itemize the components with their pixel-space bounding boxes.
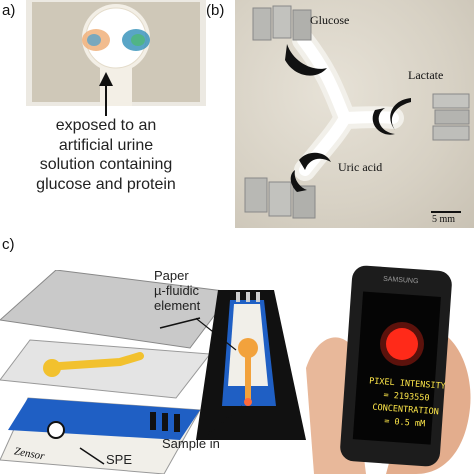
exploded-layer-diagram (0, 270, 233, 474)
spe-working-electrode (47, 421, 65, 439)
paper-fluidic-layer (0, 339, 211, 399)
uric-acid-electrode (290, 152, 331, 192)
panel-b-device-photo (235, 0, 474, 228)
scale-bar-label: 5 mm (432, 214, 456, 225)
lactate-label: Lactate (408, 68, 444, 82)
panel-b-label: (b) (206, 2, 225, 19)
glucose-label: Glucose (310, 13, 350, 27)
paper-channel (56, 352, 144, 370)
assembled-device-photo (196, 290, 306, 440)
glucose-electrode (285, 44, 327, 76)
uric-acid-electrode-tabs (244, 177, 316, 219)
cover-layer (0, 270, 233, 349)
uric-acid-label: Uric acid (338, 160, 383, 174)
red-signal-spot (386, 328, 418, 360)
lactate-electrode-tabs (432, 93, 470, 141)
exposure-arrow-icon (99, 72, 113, 116)
panel-a-caption: exposed to an artificial urine solution … (36, 117, 176, 193)
panel-a-device-photo (26, 0, 206, 106)
panel-a-label: a) (2, 2, 16, 19)
panel-c-label: c) (2, 236, 15, 253)
paper-element-label: Paper µ-fluidic element (154, 268, 201, 313)
spe-label: SPE (106, 452, 133, 467)
lactate-electrode (372, 98, 411, 135)
phone-screen (352, 291, 441, 445)
smartphone-photo (306, 265, 471, 474)
phone-display-text: PIXEL INTENSITY = 2193550 CONCENTRATION … (368, 376, 447, 430)
glucose-electrode-tabs (252, 5, 312, 41)
